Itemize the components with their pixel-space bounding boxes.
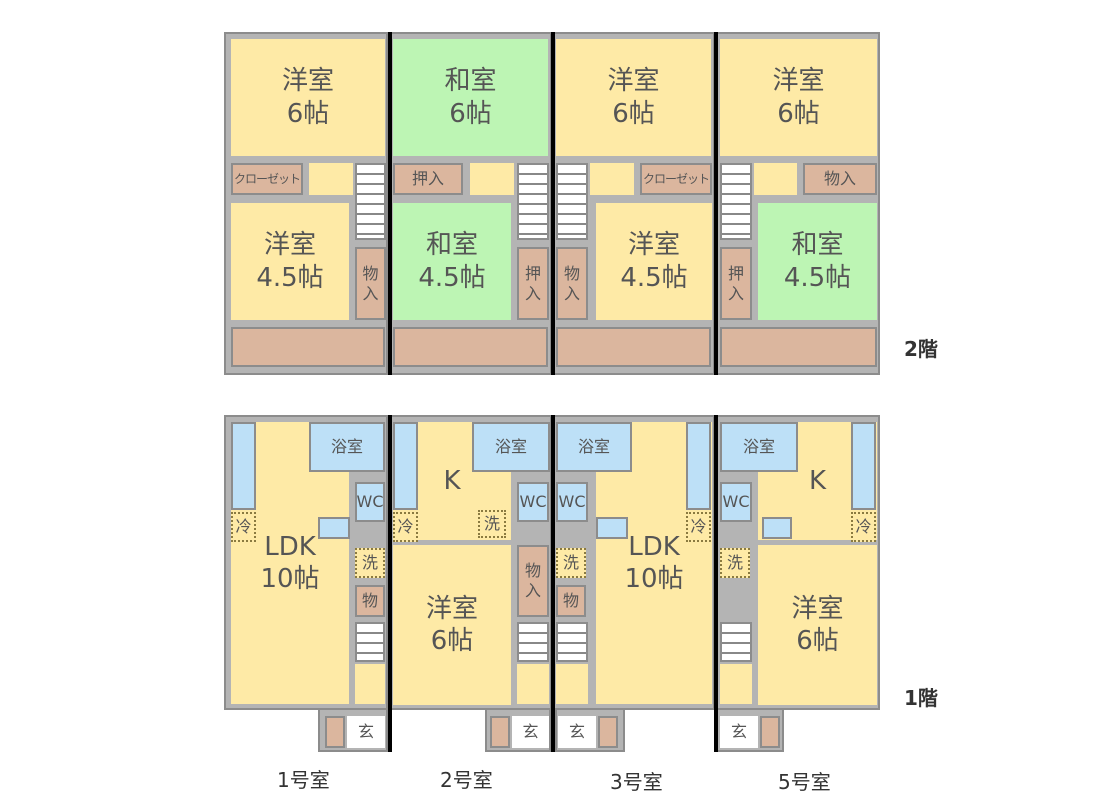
- washbasin: [596, 517, 628, 539]
- stairs: [556, 622, 588, 662]
- fridge-space: 冷: [686, 512, 711, 542]
- hall: [355, 664, 385, 704]
- oshiire-closet: 押 入: [720, 247, 752, 320]
- closet: クローゼット: [640, 163, 712, 195]
- kitchen-counter: [851, 422, 876, 510]
- party-wall: [551, 415, 555, 752]
- japanese-room-4-5: 和室 4.5帖: [393, 203, 511, 320]
- party-wall: [388, 32, 392, 375]
- toilet: WC: [355, 482, 385, 522]
- party-wall: [551, 32, 555, 375]
- hall: [720, 664, 752, 704]
- unit-label: 1号室: [277, 768, 330, 792]
- stairs: [556, 163, 588, 240]
- stairs: [720, 622, 752, 662]
- shoe-cabinet: [760, 716, 780, 748]
- shoe-cabinet: [598, 716, 618, 748]
- kitchen-counter: [393, 422, 418, 510]
- unit-label: 5号室: [778, 770, 831, 794]
- stairs: [355, 622, 385, 662]
- balcony: [556, 327, 711, 367]
- unit-label: 3号室: [610, 770, 663, 794]
- entrance: 玄: [720, 716, 758, 748]
- closet: クローゼット: [231, 163, 303, 195]
- hall: [517, 664, 549, 704]
- storage: 物: [355, 585, 385, 617]
- toilet: WC: [556, 482, 588, 522]
- shoe-cabinet: [325, 716, 345, 748]
- western-room-6: 洋室 6帖: [758, 545, 877, 705]
- western-room-4-5: 洋室 4.5帖: [231, 203, 349, 320]
- hall: [754, 163, 797, 195]
- balcony: [720, 327, 877, 367]
- bathroom: 浴室: [472, 422, 550, 472]
- unit-label: 2号室: [440, 768, 493, 792]
- stairs: [517, 163, 549, 240]
- entrance: 玄: [347, 716, 385, 748]
- washer-space: 洗: [556, 548, 586, 578]
- entrance: 玄: [558, 716, 596, 748]
- western-room-6: 洋室 6帖: [231, 39, 385, 156]
- hall: [590, 163, 634, 195]
- western-room-6: 洋室 6帖: [556, 39, 711, 156]
- western-room-6: 洋室 6帖: [720, 39, 877, 156]
- hall: [309, 163, 353, 195]
- party-wall: [714, 415, 718, 752]
- toilet: WC: [517, 482, 549, 522]
- bathroom: 浴室: [556, 422, 632, 472]
- washer-space: 洗: [355, 548, 385, 578]
- shoe-cabinet: [490, 716, 510, 748]
- balcony: [393, 327, 548, 367]
- kitchen-counter: [686, 422, 711, 510]
- japanese-room-4-5: 和室 4.5帖: [758, 203, 877, 320]
- fridge-space: 冷: [393, 512, 418, 542]
- storage: 物入: [803, 163, 877, 195]
- japanese-room-6: 和室 6帖: [393, 39, 548, 156]
- western-room-4-5: 洋室 4.5帖: [596, 203, 712, 320]
- floor-label-upper: 2階: [904, 337, 938, 361]
- storage: 物: [556, 585, 586, 617]
- floor-label-lower: 1階: [904, 686, 938, 710]
- stairs: [720, 163, 752, 240]
- entrance: 玄: [512, 716, 549, 748]
- bathroom: 浴室: [720, 422, 798, 472]
- fridge-space: 冷: [231, 512, 256, 542]
- hall: [470, 163, 514, 195]
- oshiire-closet: 押入: [393, 163, 463, 195]
- storage: 物 入: [355, 247, 386, 320]
- western-room-6: 洋室 6帖: [393, 545, 511, 705]
- hall: [556, 664, 588, 704]
- kitchen-counter: [231, 422, 256, 510]
- washer-space: 洗: [478, 510, 506, 538]
- toilet: WC: [720, 482, 752, 522]
- oshiire-closet: 押 入: [517, 247, 549, 320]
- party-wall: [388, 415, 392, 752]
- party-wall: [714, 32, 718, 375]
- bathroom: 浴室: [309, 422, 385, 472]
- washbasin: [762, 517, 792, 539]
- fridge-space: 冷: [851, 512, 876, 542]
- balcony: [231, 327, 385, 367]
- washer-space: 洗: [720, 548, 750, 578]
- washbasin: [318, 517, 350, 539]
- stairs: [517, 622, 549, 662]
- storage: 物 入: [556, 247, 588, 320]
- storage: 物 入: [517, 545, 549, 617]
- stairs: [355, 163, 386, 240]
